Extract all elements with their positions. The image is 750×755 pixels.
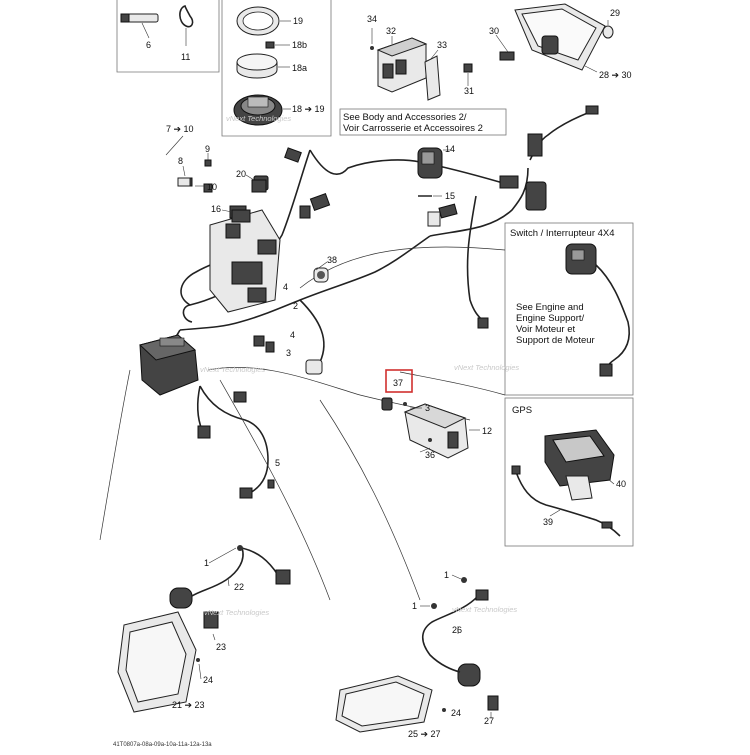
drawing-code: 41T0807a-08a-09a-10a-11a-12a-13a [113,742,212,748]
display-cluster-part [495,3,606,73]
inset-frame-switch [504,222,634,396]
note-engine-line-2: Engine Support/ [516,313,584,324]
callout-30: 30 [489,26,499,36]
callout-24-b: 24 [451,708,461,718]
callout-21-23: 21 ➔ 23 [172,700,205,710]
controller-module [138,334,199,396]
callout-9: 9 [205,144,210,154]
note-body-line-2: Voir Carrosserie et Accessoires 2 [343,123,483,134]
gauge-assembly-part [233,94,291,126]
callout-3-b: 3 [425,403,430,413]
switch-4x4-part [565,243,630,377]
clip-part [265,41,290,49]
callout-25-27: 25 ➔ 27 [408,729,441,739]
callout-6: 6 [146,40,151,50]
callout-14: 14 [445,144,455,154]
bracket-part [424,55,441,101]
callout-40: 40 [616,479,626,489]
callout-29: 29 [610,8,620,18]
right-headlight-part [335,574,499,733]
note-engine-line-3: Voir Moteur et [516,324,575,335]
note-frame-body [339,108,507,136]
inset-frames [116,0,634,547]
callout-1-b: 1 [444,570,449,580]
callout-37: 37 [393,378,403,388]
callout-33: 33 [437,40,447,50]
callout-31: 31 [464,86,474,96]
inset-frame-gps [504,397,634,547]
callout-18a: 18a [292,63,307,73]
callout-12: 12 [482,426,492,436]
relay-16 [221,209,251,223]
watermarks: vNext Technologies vNext Technologies vN… [200,114,519,617]
callout-5: 5 [275,458,280,468]
callout-38: 38 [327,255,337,265]
gps-inset-title: GPS [512,405,532,416]
note-engine-line-4: Support de Moteur [516,335,595,346]
gauge-lens-part [236,53,290,79]
watermark-5: vNext Technologies [452,605,517,614]
callout-27: 27 [484,716,494,726]
gps-cable-part [511,465,621,537]
callout-39: 39 [543,517,553,527]
gps-unit-part [544,429,615,501]
left-headlight-part [117,545,291,713]
grease-tube-part [120,13,159,39]
note-engine-line-1: See Engine and [516,302,584,313]
bulb-part [602,20,614,39]
callout-4-b: 4 [290,330,295,340]
switch-inset-title: Switch / Interrupteur 4X4 [510,228,615,239]
watermark-3: vNext Technologies [454,363,519,372]
gauge-bezel-part [236,6,291,36]
inset-frame-top-left [116,0,220,73]
callout-1-a: 1 [204,558,209,568]
strap-part [179,5,194,46]
callout-11: 11 [181,52,190,62]
callout-3-a: 3 [286,348,291,358]
callout-20: 20 [236,169,246,179]
callout-2: 2 [293,301,298,311]
callout-7-10: 7 ➔ 10 [166,124,194,134]
callout-32: 32 [386,26,396,36]
grommet-part [463,63,473,86]
callout-36: 36 [425,450,435,460]
callout-26: 26 [452,625,462,635]
diagram-notes: See Body and Accessories 2/ Voir Carross… [343,112,615,416]
mount-bracket-part [403,403,480,459]
callout-18b: 18b [292,40,307,50]
callout-18-19: 18 ➔ 19 [292,104,325,114]
callout-15: 15 [445,191,455,201]
bushing-38 [315,261,328,271]
callout-1-c: 1 [412,601,417,611]
watermark-2: vNext Technologies [200,365,265,374]
callout-4-a: 4 [283,282,288,292]
note-body-line-1: See Body and Accessories 2/ [343,112,467,123]
handlebar-switch-part [417,147,452,179]
callout-28-30: 28 ➔ 30 [599,70,632,80]
callout-8: 8 [178,156,183,166]
callout-16: 16 [211,204,221,214]
callout-10: 10 [207,182,217,192]
callout-34: 34 [367,14,377,24]
ecm-module-part [370,28,439,93]
relay-20 [245,174,267,193]
callout-23: 23 [216,642,226,652]
callout-24-a: 24 [203,675,213,685]
callout-19: 19 [293,16,303,26]
watermark-1: vNext Technologies [226,114,291,123]
callout-labels: 6 11 19 18b 18a 18 ➔ 19 34 32 33 31 30 2… [146,8,632,739]
sensor-37-part [381,397,431,453]
highlight-box [385,369,413,393]
inset-frame-top-center [221,0,332,137]
small-connectors-7-10 [165,135,212,187]
watermark-4: vNext Technologies [204,608,269,617]
callout-22: 22 [234,582,244,592]
